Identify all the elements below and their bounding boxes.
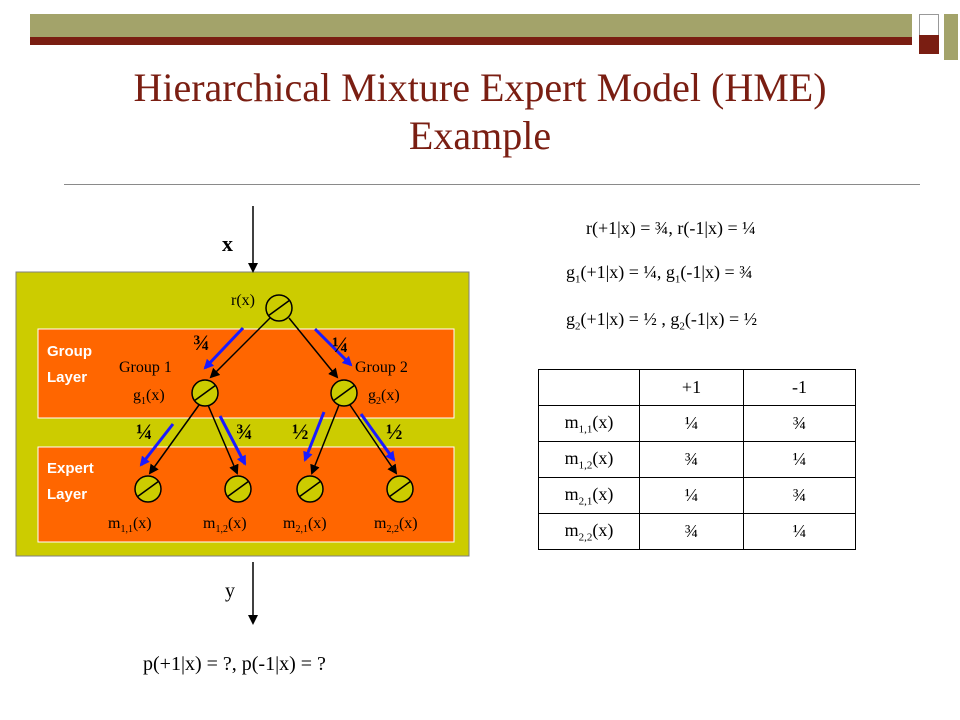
input-label: x <box>222 231 233 256</box>
table-header-row: +1 -1 <box>538 369 856 406</box>
expert-m12-node <box>224 475 252 503</box>
expert-m11-node <box>134 475 162 503</box>
table-row-label: m1,1(x) <box>538 405 640 442</box>
eq-g2-sub: 2 <box>575 320 581 333</box>
eq-g1-sub: 1 <box>575 273 581 286</box>
weight-g1-m11: ¼ <box>136 419 153 444</box>
edge-g1-m12 <box>207 404 239 475</box>
row-label-base: m <box>564 519 579 540</box>
table-cell: ¼ <box>639 477 744 514</box>
expert-probability-table: +1 -1 m1,1(x) ¼ ¾ m1,2(x) ¾ ¼ m2,1(x) ¼ … <box>538 369 856 550</box>
row-label-arg: (x) <box>592 447 614 468</box>
row-label-base: m <box>564 411 579 432</box>
expert-layer-label-line1: Expert <box>47 460 94 477</box>
row-label-arg: (x) <box>592 411 614 432</box>
title-accent-bar <box>30 37 912 45</box>
table-header-cell <box>538 369 640 406</box>
eq-g2-text: (-1|x) = ½ <box>684 309 758 329</box>
weight-g1-m12: ¾ <box>236 419 253 444</box>
table-row-label: m2,2(x) <box>538 513 640 550</box>
edge-g2-m22 <box>349 404 398 475</box>
output-label: y <box>225 580 235 602</box>
row-label-sub: 1,2 <box>578 459 593 472</box>
equation-g1: g1(+1|x) = ¼, g1(-1|x) = ¾ <box>566 262 753 286</box>
weight-g2-m21: ½ <box>292 419 309 444</box>
row-label-base: m <box>564 447 579 468</box>
weight-root-group1: ¾ <box>193 330 210 355</box>
edge-root-group1 <box>209 317 271 379</box>
question-text: p(+1|x) = ?, p(-1|x) = ? <box>143 653 326 675</box>
group1-name: Group 1 <box>119 359 172 376</box>
table-row: m2,2(x) ¾ ¼ <box>538 513 856 550</box>
group-layer-label-line1: Group <box>47 343 92 360</box>
expert-m11-label: m1,1(x) <box>108 515 152 535</box>
table-row-label: m2,1(x) <box>538 477 640 514</box>
equation-r: r(+1|x) = ¾, r(-1|x) = ¼ <box>586 218 756 238</box>
blue-arrow-group1 <box>203 326 245 370</box>
group2-name: Group 2 <box>355 359 408 376</box>
eq-g1-text: g <box>566 262 575 282</box>
blue-arrow-group2 <box>313 327 353 367</box>
expert-m21-label: m2,1(x) <box>283 515 327 535</box>
olive-bar <box>30 14 912 37</box>
root-gate-label: r(x) <box>231 292 255 309</box>
blue-arrow-m21 <box>303 411 326 462</box>
eq-g1-text: (-1|x) = ¾ <box>680 262 753 282</box>
group-layer-box <box>37 328 455 419</box>
table-cell: ¾ <box>639 513 744 550</box>
root-gate-node <box>265 294 293 322</box>
title-line-2: Example <box>408 113 552 158</box>
table-row: m2,1(x) ¼ ¾ <box>538 477 856 514</box>
table-cell: ¾ <box>743 405 856 442</box>
eq-g2-text: g <box>566 309 575 329</box>
edge-g2-m21 <box>310 404 340 475</box>
eq-g1-sub: 1 <box>674 273 681 286</box>
olive-square-marker <box>944 14 958 60</box>
edge-g1-m11 <box>148 404 200 475</box>
header-decoration-bar <box>30 14 958 60</box>
weight-g2-m22: ½ <box>386 419 403 444</box>
table-cell: ¼ <box>639 405 744 442</box>
group2-gate-node <box>330 379 358 407</box>
red-square-marker <box>919 35 939 54</box>
blue-arrow-m22 <box>359 413 396 462</box>
eq-g2-sub: 2 <box>679 320 685 333</box>
eq-g1-text: (+1|x) = ¼, g <box>580 262 675 282</box>
title-line-1: Hierarchical Mixture Expert Model (HME) <box>133 65 827 110</box>
weight-root-group2: ¼ <box>332 332 349 357</box>
table-header-cell: -1 <box>743 369 856 406</box>
title-divider <box>64 184 920 185</box>
eq-g2-text: (+1|x) = ½ , g <box>580 309 680 329</box>
table-header-cell: +1 <box>639 369 744 406</box>
table-cell: ¼ <box>743 513 856 550</box>
row-label-arg: (x) <box>592 483 614 504</box>
row-label-arg: (x) <box>592 519 614 540</box>
group2-gate-label: g2(x) <box>368 387 400 407</box>
expert-m21-node <box>296 475 324 503</box>
table-cell: ¾ <box>639 441 744 478</box>
expert-layer-label-line2: Layer <box>47 486 87 503</box>
group-layer-label-line2: Layer <box>47 369 87 386</box>
table-cell: ¾ <box>743 477 856 514</box>
row-label-sub: 1,1 <box>578 423 593 436</box>
table-cell: ¼ <box>743 441 856 478</box>
equation-g2: g2(+1|x) = ½ , g2(-1|x) = ½ <box>566 309 757 333</box>
blue-arrow-m12 <box>218 415 247 466</box>
expert-m12-label: m1,2(x) <box>203 515 247 535</box>
group1-gate-node <box>191 379 219 407</box>
table-row: m1,1(x) ¼ ¾ <box>538 405 856 442</box>
expert-m22-node <box>386 475 414 503</box>
blue-arrow-m11 <box>139 423 175 467</box>
group1-gate-label: g1(x) <box>133 387 165 407</box>
table-row-label: m1,2(x) <box>538 441 640 478</box>
row-label-sub: 2,2 <box>578 531 593 544</box>
row-label-base: m <box>564 483 579 504</box>
slide-title: Hierarchical Mixture Expert Model (HME) … <box>0 64 960 160</box>
row-label-sub: 2,1 <box>578 495 593 508</box>
expert-m22-label: m2,2(x) <box>374 515 418 535</box>
edge-root-group2 <box>288 317 339 379</box>
table-row: m1,2(x) ¾ ¼ <box>538 441 856 478</box>
